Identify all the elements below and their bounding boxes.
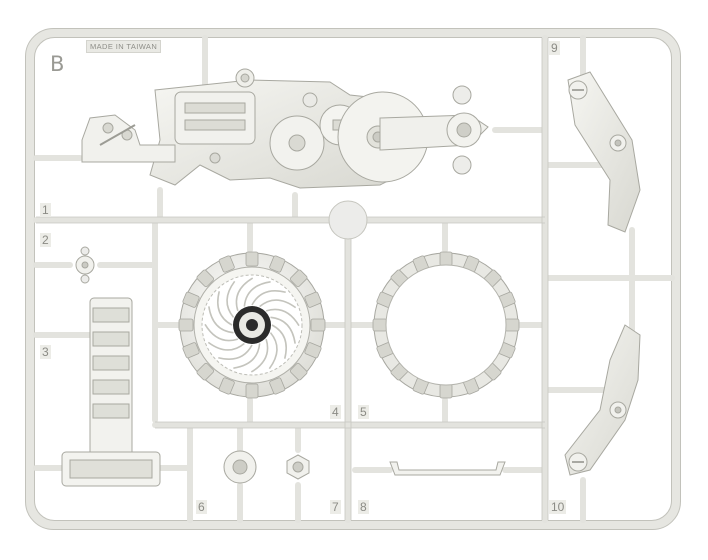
impeller-vane	[268, 332, 278, 370]
tread-lug	[372, 318, 388, 332]
tread-lug	[289, 269, 308, 288]
tread-lug	[196, 269, 215, 288]
part-number-6: 6	[196, 500, 207, 514]
part-number-7: 7	[330, 500, 341, 514]
impeller-vane	[208, 306, 234, 334]
tread-lug	[218, 377, 235, 395]
part-number-1: 1	[40, 203, 51, 217]
tread-lug	[196, 362, 215, 381]
tread-lug	[182, 342, 200, 359]
tread-lug	[310, 318, 326, 332]
part-7-hex-nut	[286, 454, 310, 480]
tread-lug	[269, 377, 286, 395]
tread-lug	[245, 251, 259, 267]
tread-lug	[504, 318, 520, 332]
part-number-9: 9	[549, 41, 560, 55]
part-2-cross-connector	[75, 246, 95, 284]
made-in-taiwan-stamp: MADE IN TAIWAN	[86, 40, 162, 53]
impeller-vane	[216, 291, 233, 326]
tread-lug	[304, 291, 322, 308]
tread-lug	[439, 251, 453, 267]
part-number-2: 2	[40, 233, 51, 247]
impeller-vane	[204, 323, 239, 342]
impeller-vane	[270, 316, 296, 344]
impeller-vane	[251, 289, 286, 306]
impeller-vane	[226, 280, 236, 318]
impeller-vane	[235, 277, 254, 312]
impeller-vane	[207, 341, 245, 351]
part-9-arm	[567, 71, 641, 233]
part-number-3: 3	[40, 345, 51, 359]
tread-lug	[289, 362, 308, 381]
part-3-tread-block	[61, 297, 161, 487]
impeller-vane	[218, 344, 253, 361]
part-4-geared-wheel	[178, 251, 326, 399]
center-gate-disc	[328, 200, 368, 240]
part-number-4: 4	[330, 405, 341, 419]
sprue-letter: B	[50, 52, 65, 76]
part-1-gearbox-chassis	[149, 68, 489, 189]
part-10-arm	[564, 324, 641, 476]
impeller-vane	[259, 299, 297, 309]
part-6-washer	[223, 450, 257, 484]
tread-lug	[245, 383, 259, 399]
part-1-bracket	[81, 114, 176, 163]
impeller-vane	[271, 324, 288, 359]
part-8-thin-bracket	[389, 461, 506, 476]
part-number-5: 5	[358, 405, 369, 419]
part-number-8: 8	[358, 500, 369, 514]
impeller-vane	[233, 343, 261, 369]
tread-lug	[182, 291, 200, 308]
tread-lug	[269, 255, 286, 273]
runner-edges	[36, 38, 549, 520]
part-number-10: 10	[549, 500, 567, 514]
sprue-frame	[25, 28, 681, 530]
tread-lug	[178, 318, 194, 332]
impeller-vane	[265, 308, 300, 327]
part-5-tire-ring	[372, 251, 520, 399]
impeller-vane	[250, 338, 269, 373]
impeller-vane	[243, 281, 271, 307]
tread-lug	[304, 342, 322, 359]
tread-lug	[439, 383, 453, 399]
tread-lug	[218, 255, 235, 273]
